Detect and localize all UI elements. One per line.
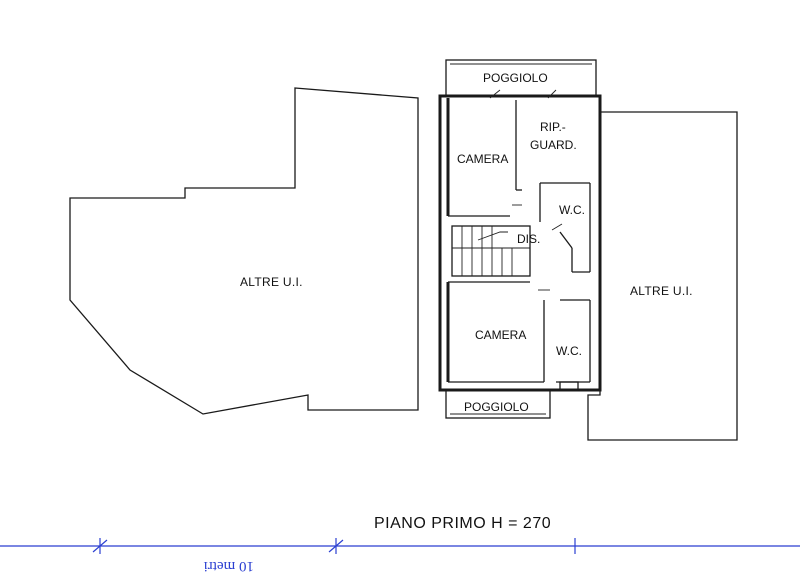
staircase bbox=[451, 225, 531, 277]
label-dis: DIS. bbox=[517, 232, 540, 246]
scale-label: 10 metri bbox=[204, 558, 254, 574]
label-rip-line1: RIP.- bbox=[540, 120, 566, 134]
label-altre-left: ALTRE U.I. bbox=[240, 275, 303, 289]
left-unit-outline bbox=[69, 87, 419, 415]
balcony-top bbox=[445, 59, 597, 97]
apartment-walls bbox=[438, 59, 602, 419]
label-wc-top: W.C. bbox=[559, 203, 585, 217]
label-altre-right: ALTRE U.I. bbox=[630, 284, 693, 298]
label-camera-bottom: CAMERA bbox=[475, 328, 526, 342]
scale-bar: 10 metri bbox=[0, 538, 800, 574]
floor-title: PIANO PRIMO H = 270 bbox=[374, 515, 551, 532]
label-poggiolo-top: POGGIOLO bbox=[483, 71, 548, 85]
label-camera-top: CAMERA bbox=[457, 152, 508, 166]
right-unit-outline bbox=[587, 111, 738, 441]
label-poggiolo-bottom: POGGIOLO bbox=[464, 400, 529, 414]
label-wc-bottom: W.C. bbox=[556, 344, 582, 358]
label-rip-line2: GUARD. bbox=[530, 138, 577, 152]
balcony-bottom bbox=[445, 389, 551, 419]
